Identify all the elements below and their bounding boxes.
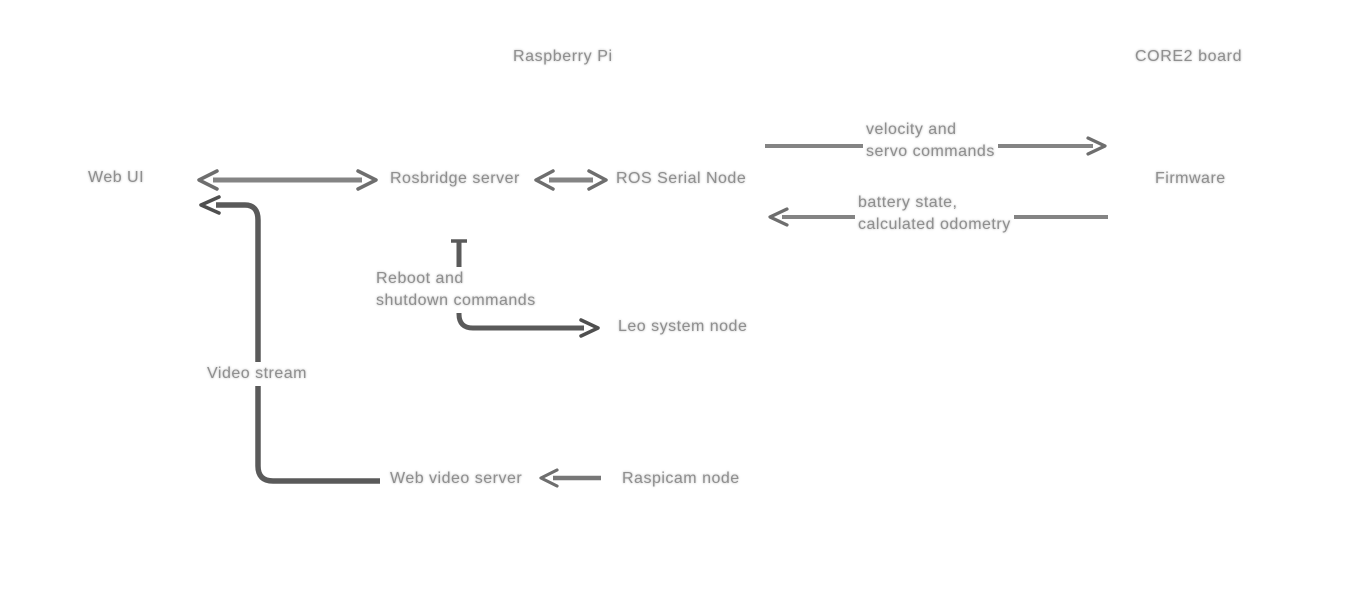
edge-label-line: velocity and	[866, 121, 957, 138]
arrow-rosbridge-serial	[534, 169, 608, 191]
edge-label-line: Video stream	[207, 365, 307, 382]
node-rosbridge-server: Rosbridge server	[387, 167, 523, 191]
arrow-webui-rosbridge	[197, 169, 378, 191]
node-raspicam-node: Raspicam node	[619, 467, 743, 491]
node-firmware: Firmware	[1152, 167, 1229, 191]
edge-label-line: calculated odometry	[858, 216, 1011, 233]
edge-label-battery-odometry: battery state, calculated odometry	[855, 191, 1014, 237]
edge-label-line: servo commands	[866, 143, 995, 160]
node-web-ui: Web UI	[85, 166, 148, 190]
arrow-raspicam-webvideo	[539, 468, 601, 488]
node-web-video-server: Web video server	[387, 467, 526, 491]
node-leo-system-node: Leo system node	[615, 315, 751, 339]
edge-label-velocity-servo: velocity and servo commands	[863, 118, 998, 164]
path-video-stream	[199, 195, 380, 484]
edge-label-line: battery state,	[858, 194, 958, 211]
path-reboot-shutdown	[451, 239, 600, 338]
edge-label-line: shutdown commands	[376, 292, 536, 309]
section-label-raspberry-pi: Raspberry Pi	[510, 45, 616, 69]
node-ros-serial-node: ROS Serial Node	[613, 167, 750, 191]
edge-label-line: Reboot and	[376, 270, 464, 287]
edge-label-video-stream: Video stream	[204, 362, 310, 386]
edge-label-reboot-shutdown: Reboot and shutdown commands	[373, 267, 539, 313]
section-label-core2-board: CORE2 board	[1132, 45, 1246, 69]
